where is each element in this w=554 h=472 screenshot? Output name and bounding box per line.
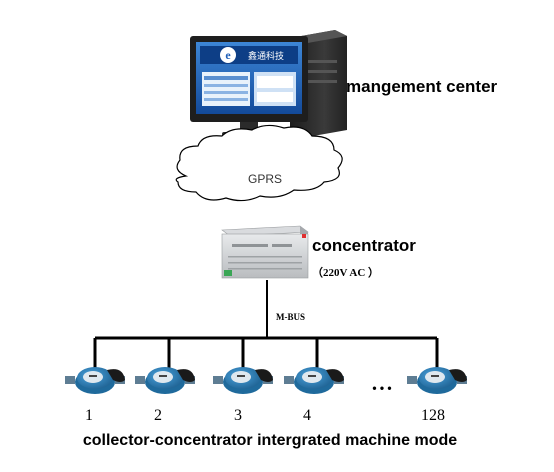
concentrator-label: concentrator	[312, 236, 416, 255]
meter-label-1: 1	[85, 407, 93, 424]
meters-ellipsis: • • •	[372, 381, 391, 395]
meter-label-3: 3	[234, 407, 242, 424]
water-meter-icon	[284, 367, 344, 394]
water-meter-icon	[213, 367, 273, 394]
screen-title: 鑫通科技	[248, 50, 284, 62]
gprs-cloud-icon	[175, 124, 343, 202]
computer-icon: e 鑫通科技	[190, 30, 347, 138]
water-meter-icon	[65, 367, 125, 394]
concentrator-icon	[221, 225, 309, 279]
svg-text:e: e	[225, 48, 231, 62]
bus-lines	[93, 280, 439, 372]
water-meter-icon	[135, 367, 195, 394]
management-center-label: mangement center	[346, 77, 498, 96]
diagram-caption: collector-concentrator intergrated machi…	[83, 432, 457, 449]
water-meter-icon	[407, 367, 467, 394]
concentrator-spec: （220V AC ）	[312, 266, 379, 279]
meter-label-128: 128	[421, 407, 445, 424]
gprs-label: GPRS	[248, 172, 282, 186]
mbus-label: M-BUS	[276, 312, 305, 322]
meter-label-2: 2	[154, 407, 162, 424]
meters-group	[65, 367, 467, 394]
meter-label-4: 4	[303, 407, 311, 424]
